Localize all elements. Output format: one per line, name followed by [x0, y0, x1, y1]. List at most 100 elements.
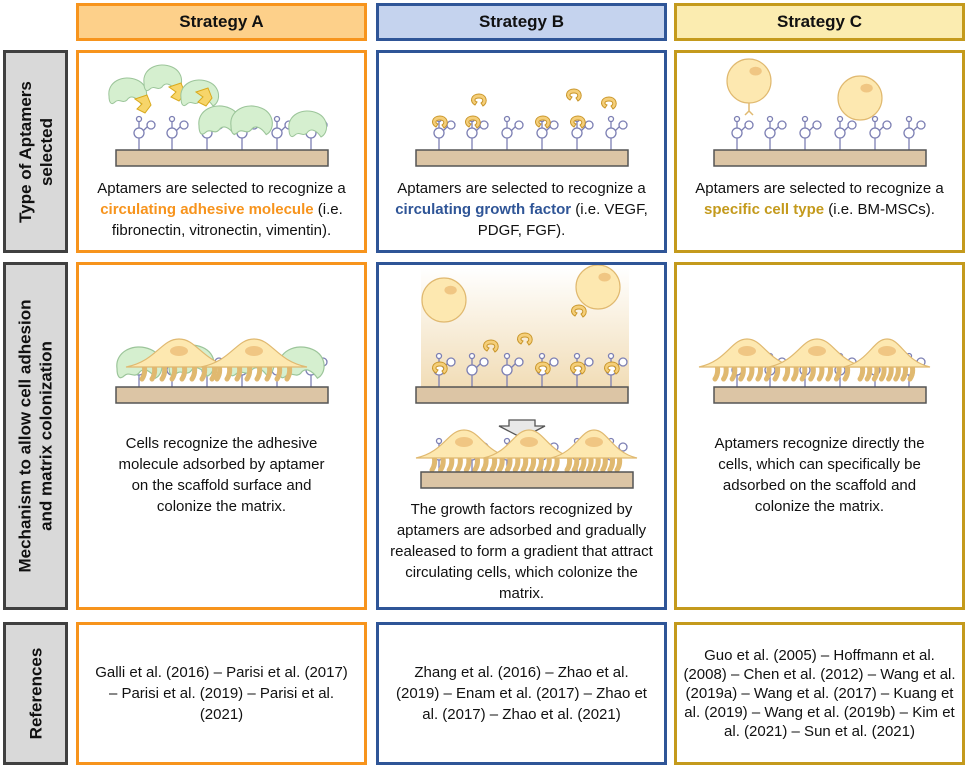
- header-strategy-b: Strategy B: [376, 3, 667, 41]
- adhesive-molecule-icon: [143, 64, 182, 92]
- adherent-cell-icon: [698, 338, 796, 382]
- aptamer-icon: [799, 115, 822, 150]
- adhesive-molecule-icon: [108, 77, 147, 105]
- aptamer-icon: [903, 115, 926, 150]
- label-line: selected: [36, 117, 56, 186]
- cell-mechanism-a: Cells recognize the adhesive molecule ad…: [76, 262, 367, 610]
- illustration-growth-factor: [415, 88, 629, 167]
- highlight-text: circulating adhesive molecule: [100, 201, 314, 218]
- highlight-text: specific cell type: [704, 201, 825, 218]
- aptamer-icon: [834, 115, 857, 150]
- scaffold: [415, 149, 629, 167]
- cell-mechanism-b: The growth factors recognized by aptamer…: [376, 262, 667, 610]
- text: (i.e. VEGF, PDGF, FGF).: [477, 201, 648, 239]
- label-line: and matrix colonization: [36, 341, 56, 531]
- label-line: Mechanism to allow cell adhesion: [15, 299, 35, 573]
- aptamer-icon: [133, 115, 156, 150]
- description: Cells recognize the adhesive molecule ad…: [118, 435, 325, 515]
- header-title: Strategy C: [776, 12, 863, 31]
- growth-factor-icon: [571, 304, 587, 318]
- description: Aptamers are selected to recognize a spe…: [683, 178, 956, 220]
- growth-factor-icon: [601, 96, 617, 110]
- aptamer-icon: [764, 115, 787, 150]
- cell-references-a: Galli et al. (2016) – Parisi et al. (201…: [76, 622, 367, 765]
- text: Aptamers are selected to recognize a: [397, 180, 646, 197]
- growth-factor-icon: [566, 88, 582, 102]
- circulating-cell-icon: [575, 265, 621, 310]
- cell-type-c: Aptamers are selected to recognize a spe…: [674, 50, 965, 253]
- cell-type-b: Aptamers are selected to recognize a cir…: [376, 50, 667, 253]
- text: Aptamers are selected to recognize a: [97, 180, 346, 197]
- aptamer-icon: [166, 115, 189, 150]
- illustration-cells-on-scaffold: [698, 338, 931, 404]
- scaffold: [420, 471, 634, 489]
- aptamer-icon: [501, 115, 524, 150]
- text: Aptamers are selected to recognize a: [695, 180, 944, 197]
- scaffold: [415, 386, 629, 404]
- references-text: Guo et al. (2005) – Hoffmann et al. (200…: [683, 647, 956, 740]
- growth-factor-icon: [517, 332, 533, 346]
- header-title: Strategy A: [179, 12, 264, 31]
- scaffold: [713, 149, 927, 167]
- growth-factor-icon: [535, 361, 551, 375]
- illustration-cell-type: [713, 58, 927, 167]
- illustration-adhesive-molecule: [108, 64, 329, 167]
- circulating-cell-icon: [421, 277, 467, 323]
- cell-mechanism-c: Aptamers recognize directly the cells, w…: [674, 262, 965, 610]
- description: Aptamers recognize directly the cells, w…: [714, 435, 925, 515]
- label-line: Type of Aptamers: [15, 80, 35, 223]
- growth-factor-icon: [604, 361, 620, 375]
- text: (i.e. fibronectin, vitronectin, vimentin…: [111, 201, 343, 239]
- illustration-gradient: [415, 265, 638, 489]
- aptamer-icon: [501, 352, 524, 387]
- growth-factor-icon: [471, 93, 487, 107]
- highlight-text: circulating growth factor: [395, 201, 572, 218]
- row-label-references: References: [3, 622, 68, 765]
- text: (i.e. BM-MSCs).: [824, 201, 935, 218]
- ligand-icon: [133, 94, 152, 114]
- cell-references-b: Zhang et al. (2016) – Zhao et al. (2019)…: [376, 622, 667, 765]
- adhesive-molecule-icon: [198, 105, 241, 136]
- growth-factor-icon: [570, 115, 586, 129]
- circulating-cell-icon: [837, 75, 883, 121]
- adhesive-molecule-icon: [288, 110, 327, 138]
- description: Aptamers are selected to recognize a cir…: [385, 178, 658, 241]
- growth-factor-icon: [432, 361, 448, 375]
- adherent-cell-icon: [550, 429, 638, 473]
- header-strategy-c: Strategy C: [674, 3, 965, 41]
- aptamer-icon: [731, 115, 754, 150]
- cell-references-c: Guo et al. (2005) – Hoffmann et al. (200…: [674, 622, 965, 765]
- adherent-cell-icon: [843, 338, 931, 382]
- row-label-text: References: [26, 647, 46, 740]
- growth-factor-icon: [465, 115, 481, 129]
- header-strategy-a: Strategy A: [76, 3, 367, 41]
- scaffold: [713, 386, 927, 404]
- adherent-cell-icon: [415, 429, 513, 473]
- aptamer-icon: [869, 115, 892, 150]
- adherent-cell-icon: [768, 338, 866, 382]
- aptamer-icon: [605, 115, 628, 150]
- description: The growth factors recognized by aptamer…: [390, 501, 653, 602]
- ligand-icon: [194, 87, 213, 107]
- adhesive-molecule-icon: [230, 105, 273, 136]
- references-text: Zhang et al. (2016) – Zhao et al. (2019)…: [396, 664, 647, 723]
- growth-factor-icon: [483, 339, 499, 353]
- growth-factor-icon: [432, 115, 448, 129]
- cell-type-a: Aptamers are selected to recognize a cir…: [76, 50, 367, 253]
- references-text: Galli et al. (2016) – Parisi et al. (201…: [95, 664, 348, 723]
- illustration-cells-on-scaffold: [115, 338, 329, 404]
- scaffold: [115, 149, 329, 167]
- description: Aptamers are selected to recognize a cir…: [85, 178, 358, 241]
- growth-factor-icon: [570, 361, 586, 375]
- growth-factor-icon: [535, 115, 551, 129]
- scaffold: [115, 386, 329, 404]
- circulating-cell-icon: [726, 58, 772, 104]
- header-title: Strategy B: [478, 12, 565, 31]
- adherent-cell-icon: [483, 429, 575, 473]
- adherent-cell-icon: [200, 338, 308, 382]
- aptamer-icon: [466, 352, 489, 387]
